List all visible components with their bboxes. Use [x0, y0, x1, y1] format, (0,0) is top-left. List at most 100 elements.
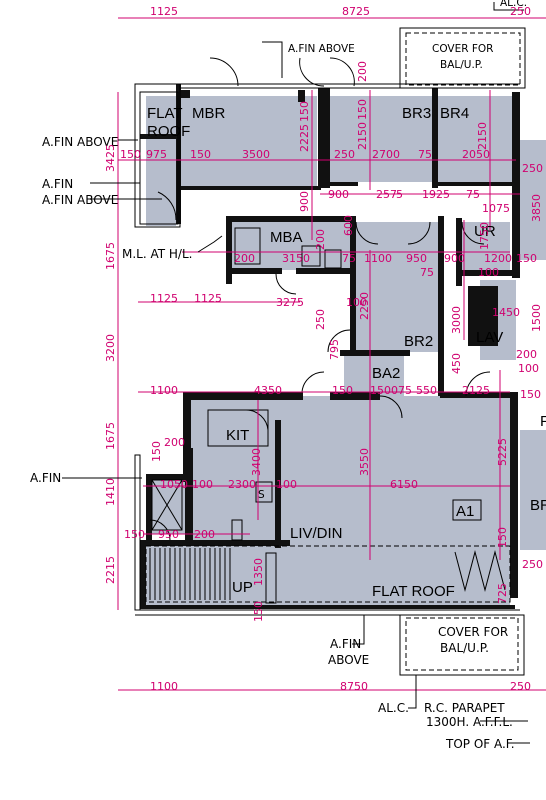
rc-parapet-label: R.C. PARAPET	[424, 701, 505, 715]
afin-above-left-label: A.FIN ABOVE	[42, 135, 118, 149]
top-of-af-label: TOP OF A.F.	[445, 737, 515, 751]
dim-top-1125: 1125	[150, 5, 178, 18]
dim-r-900: 900	[328, 188, 349, 201]
dim-d-2125: 2125	[462, 384, 490, 397]
dim-v-150b: 150	[356, 99, 369, 120]
dim-d-200: 200	[164, 436, 185, 449]
afin-above-top-label: A.FIN ABOVE	[288, 43, 355, 55]
dimension-numbers: 1125 8725 250 150 975 150 3500 250 2700 …	[120, 5, 543, 693]
dim-v-150m: 150	[252, 601, 265, 622]
dim-d-550: 550	[416, 384, 437, 397]
dim-r-5: 5	[396, 188, 403, 201]
dim-r-257: 257	[376, 188, 397, 201]
dim-v-1350: 1350	[252, 558, 265, 586]
dim-v-1500: 1500	[530, 304, 543, 332]
dim-d-75: 75	[398, 384, 412, 397]
dim-v-200c: 200	[314, 229, 327, 250]
dim-row-250b: 250	[522, 162, 543, 175]
dim-v-150k: 150	[150, 441, 163, 462]
room-up: UP	[232, 579, 253, 596]
room-mbr: MBR	[192, 105, 226, 122]
dim-row-150: 150	[120, 148, 141, 161]
dim-left-3425: 3425	[104, 144, 117, 172]
dim-k-100b: 100	[276, 478, 297, 491]
dim-d-4350: 4350	[254, 384, 282, 397]
dim-row-75: 75	[418, 148, 432, 161]
dimension-numbers-vertical: 3425 1675 3200 1675 1410 2215 2225 2150 …	[104, 61, 543, 622]
cover-bottom-label: COVER FOR	[438, 625, 508, 639]
room-mba: MBA	[270, 229, 303, 246]
dim-top-250: 250	[510, 5, 531, 18]
dim-d-100b: 100	[518, 362, 539, 375]
dim-m-950: 950	[406, 252, 427, 265]
dim-v-2250: 2250	[358, 292, 371, 320]
dim-r-1925: 1925	[422, 188, 450, 201]
dim-m-1200: 1200	[484, 252, 512, 265]
room-f-partial: F	[540, 413, 546, 430]
dim-b-250: 250	[510, 680, 531, 693]
dim-b-8750: 8750	[340, 680, 368, 693]
room-ur: UR	[474, 223, 496, 240]
dim-v-600: 600	[342, 215, 355, 236]
room-ba2: BA2	[372, 365, 400, 382]
dim-row-2050: 2050	[462, 148, 490, 161]
dim-v-3400: 3400	[250, 448, 263, 476]
afin-left-label: A.FIN	[42, 177, 73, 191]
dim-left-1675a: 1675	[104, 242, 117, 270]
room-br-partial: BR	[530, 497, 546, 514]
dim-d-100: 100	[346, 296, 367, 309]
dim-v-3000: 3000	[450, 306, 463, 334]
dim-k-200: 200	[194, 528, 215, 541]
floor-areas	[145, 96, 546, 606]
dim-v-3550: 3550	[358, 448, 371, 476]
dim-top-8725: 8725	[342, 5, 370, 18]
dim-r-1075: 1075	[482, 202, 510, 215]
dim-d-3275: 3275	[276, 296, 304, 309]
dim-r-75: 75	[466, 188, 480, 201]
dim-m-200: 200	[234, 252, 255, 265]
dim-v-2225: 2225	[298, 124, 311, 152]
outline-lines	[134, 27, 526, 676]
dim-d-200b: 200	[516, 348, 537, 361]
dim-v-5225: 5225	[496, 438, 509, 466]
room-unit-a1: A1	[456, 503, 474, 520]
room-br2: BR2	[404, 333, 433, 350]
dim-v-3850: 3850	[530, 194, 543, 222]
dim-k-100: 100	[192, 478, 213, 491]
dim-d-1125b: 1125	[194, 292, 222, 305]
room-br4: BR4	[440, 105, 469, 122]
dim-m-75: 75	[342, 252, 356, 265]
ml-at-hl-label: M.L. AT H/L.	[122, 247, 192, 261]
afin-above-bottom-label: A.FIN	[330, 637, 361, 651]
dim-v-150: 150	[298, 101, 311, 122]
alc-top-label: AL.C.	[500, 0, 527, 9]
dim-v-150n: 150	[496, 527, 509, 548]
dim-m-75b: 75	[420, 266, 434, 279]
afin-above-bottom-label-2: ABOVE	[328, 653, 369, 667]
dim-k-6150: 6150	[390, 478, 418, 491]
room-br3: BR3	[402, 105, 431, 122]
room-flat-roof-top-2: ROOF	[147, 123, 190, 140]
dim-k-950: 950	[158, 528, 179, 541]
cover-bottom-label-2: BAL/U.P.	[440, 641, 489, 655]
afin-above-left2-label: A.FIN ABOVE	[42, 193, 118, 207]
room-lav: LAV	[476, 329, 503, 346]
dim-k-150: 150	[124, 528, 145, 541]
dim-d-1100: 1100	[150, 384, 178, 397]
dim-row-975: 975	[146, 148, 167, 161]
afin-mid-label: A.FIN	[30, 471, 61, 485]
dim-row-2700: 2700	[372, 148, 400, 161]
dim-v-2150b: 2150	[476, 122, 489, 150]
dim-m-1100: 1100	[364, 252, 392, 265]
room-flat-roof-top: FLAT	[147, 105, 183, 122]
dim-v-2150: 2150	[356, 122, 369, 150]
dim-left-1675b: 1675	[104, 422, 117, 450]
dim-v-250: 250	[314, 309, 327, 330]
dim-left-2215: 2215	[104, 556, 117, 584]
dim-v-1750: 1750	[478, 222, 491, 250]
dim-m-150: 150	[516, 252, 537, 265]
dim-row-250: 250	[334, 148, 355, 161]
dim-d-1450: 1450	[492, 306, 520, 319]
dim-d-150c: 150	[520, 388, 541, 401]
leader-lines	[62, 2, 530, 744]
